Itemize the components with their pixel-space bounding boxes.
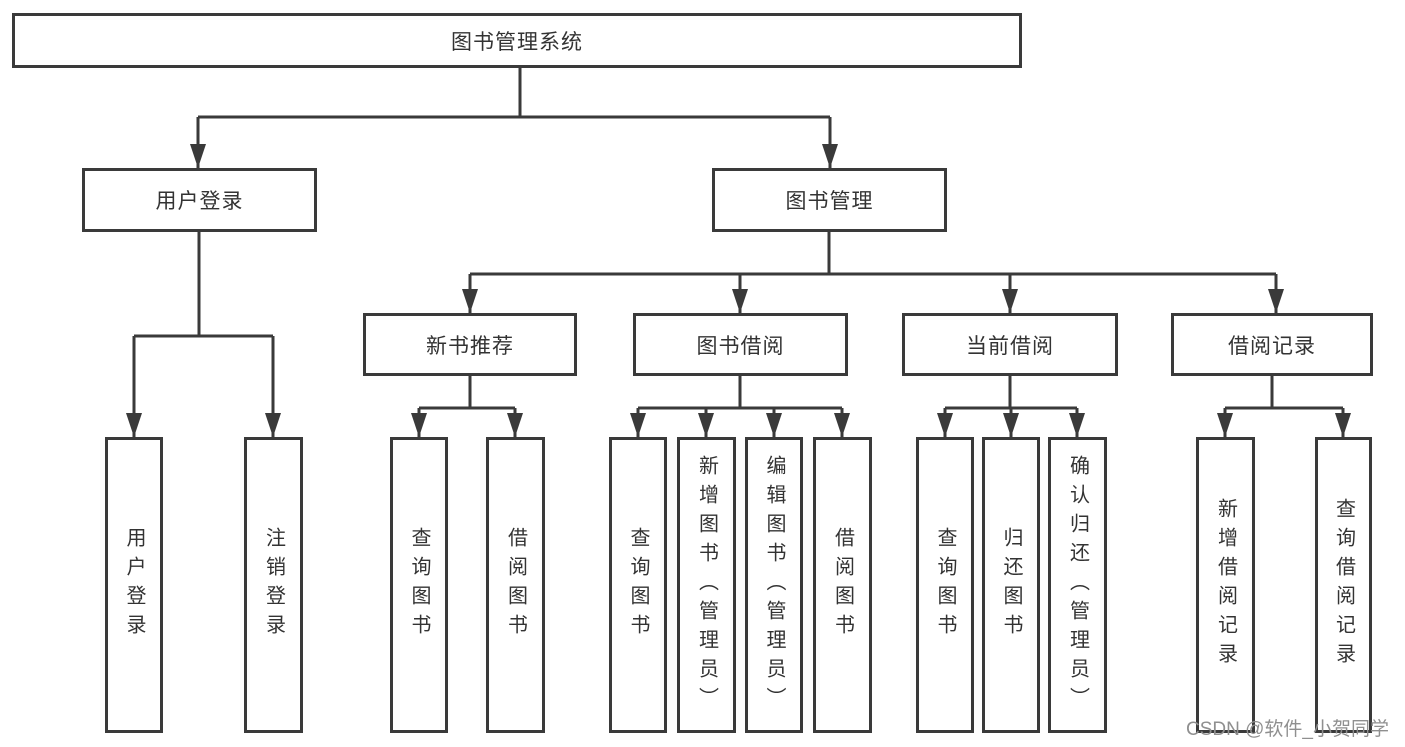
node-label: 查询借阅记录 <box>1332 498 1355 672</box>
connector-book-borrowing <box>630 376 850 437</box>
watermark: CSDN @软件_小贺同学 <box>1186 719 1389 740</box>
node-label: 查询图书 <box>408 527 430 643</box>
node-label: 借阅图书 <box>831 527 854 643</box>
node-leaf-cb-return-books: 归还图书 <box>982 437 1040 733</box>
node-label: 图书借阅 <box>696 334 785 358</box>
node-label: 编辑图书（管理员） <box>763 454 785 716</box>
node-leaf-nb-borrow-books: 借阅图书 <box>486 437 545 733</box>
node-leaf-bb-edit-books-admin: 编辑图书（管理员） <box>745 437 803 733</box>
node-label: 新书推荐 <box>426 334 514 358</box>
node-label: 查询图书 <box>934 527 956 643</box>
node-library-management-system: 图书管理系统 <box>12 13 1022 68</box>
connector-root <box>190 68 838 168</box>
node-leaf-nb-query-books: 查询图书 <box>390 437 448 733</box>
connector-current-borrowing <box>937 376 1085 437</box>
node-label: 用户登录 <box>155 190 244 213</box>
connector-borrowing-records <box>1217 376 1351 437</box>
node-leaf-rec-query-record: 查询借阅记录 <box>1315 437 1372 733</box>
node-leaf-cb-query-books: 查询图书 <box>916 437 974 733</box>
node-label: 注销登录 <box>262 527 285 643</box>
node-book-borrowing: 图书借阅 <box>633 313 848 376</box>
node-label: 查询图书 <box>627 527 649 643</box>
node-label: 归还图书 <box>1000 527 1022 643</box>
node-label: 图书管理系统 <box>451 30 583 54</box>
node-leaf-cb-confirm-return-admin: 确认归还（管理员） <box>1048 437 1107 733</box>
node-label: 新增借阅记录 <box>1214 498 1237 672</box>
node-user-login-branch: 用户登录 <box>82 168 317 232</box>
node-leaf-bb-borrow-books: 借阅图书 <box>813 437 872 733</box>
node-leaf-bb-add-books-admin: 新增图书（管理员） <box>677 437 736 733</box>
node-label: 借阅图书 <box>504 527 527 643</box>
node-label: 图书管理 <box>785 190 874 213</box>
node-leaf-bb-query-books: 查询图书 <box>609 437 667 733</box>
connector-user-login <box>126 232 281 437</box>
node-book-management: 图书管理 <box>712 168 947 232</box>
node-leaf-logout: 注销登录 <box>244 437 303 733</box>
node-label: 借阅记录 <box>1228 334 1316 358</box>
node-current-borrowing: 当前借阅 <box>902 313 1118 376</box>
node-borrowing-records: 借阅记录 <box>1171 313 1373 376</box>
node-label: 确认归还（管理员） <box>1066 454 1089 716</box>
connector-book-management <box>462 232 1284 313</box>
connector-new-book-recommendation <box>411 376 523 437</box>
node-label: 用户登录 <box>123 527 145 643</box>
node-new-book-recommendation: 新书推荐 <box>363 313 577 376</box>
node-leaf-user-login: 用户登录 <box>105 437 163 733</box>
node-label: 当前借阅 <box>966 334 1054 358</box>
node-label: 新增图书（管理员） <box>695 454 718 716</box>
node-leaf-rec-add-record: 新增借阅记录 <box>1196 437 1255 733</box>
